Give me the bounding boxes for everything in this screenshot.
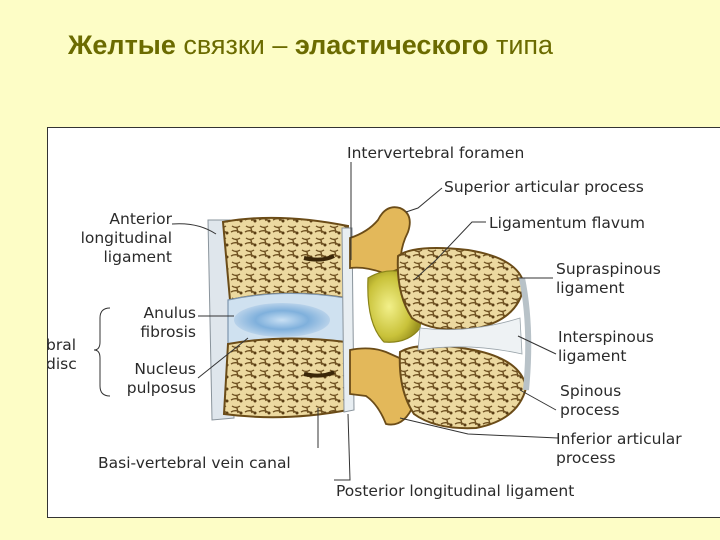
label-spinous-line-2: process	[560, 401, 620, 419]
label-disc-line-2: disc	[47, 355, 77, 373]
label-interspinous-line-2: ligament	[558, 347, 627, 365]
title-part-1: Желтые	[68, 30, 176, 60]
label-supraspinous-line-1: Supraspinous	[556, 260, 661, 278]
lower-vertebral-body	[222, 337, 350, 419]
label-basi-vertebral-vein-canal: Basi-vertebral vein canal	[98, 454, 291, 472]
label-anterior-longitudinal-ligament: Anterior longitudinal ligament	[66, 210, 172, 267]
label-anulus-line-1: Anulus	[143, 304, 196, 322]
label-interspinous-ligament: Interspinous ligament	[558, 328, 654, 366]
label-nucleus-line-1: Nucleus	[134, 360, 196, 378]
label-ligamentum-flavum: Ligamentum flavum	[489, 214, 646, 232]
illustration-drawing	[93, 162, 559, 481]
label-anulus-line-2: fibrosis	[140, 323, 196, 341]
leader-lines	[93, 162, 559, 481]
title-part-3: эластического	[294, 30, 489, 60]
label-inferior-articular-process: Inferior articular process	[556, 430, 682, 468]
label-inferior-line-1: Inferior articular	[556, 430, 682, 448]
spine-ligament-illustration: Intervertebral foramen Superior articula…	[47, 127, 720, 518]
label-anterior-line-3: ligament	[103, 248, 173, 266]
label-anulus-fibrosis: Anulus fibrosis	[118, 304, 196, 342]
label-nucleus-line-2: pulposus	[126, 379, 196, 397]
title-part-2: связки –	[175, 30, 295, 60]
supraspinous-ligament-shape	[519, 277, 532, 391]
label-superior-articular-process: Superior articular process	[444, 178, 644, 196]
label-intervertebral-foramen: Intervertebral foramen	[347, 144, 525, 162]
upper-spinous-process	[396, 247, 526, 331]
label-intervertebral-disc: bral disc	[47, 336, 77, 374]
lower-spinous-process	[398, 344, 528, 430]
label-anterior-line-2: longitudinal	[80, 229, 172, 247]
title-part-4: типа	[488, 30, 554, 60]
label-posterior-longitudinal-ligament: Posterior longitudinal ligament	[336, 482, 575, 500]
label-disc-line-1: bral	[47, 336, 77, 354]
label-supraspinous-ligament: Supraspinous ligament	[556, 260, 661, 298]
label-inferior-line-2: process	[556, 449, 616, 467]
interspinous-ligament-shape	[417, 317, 523, 355]
label-nucleus-pulposus: Nucleus pulposus	[112, 360, 196, 398]
label-spinous-process: Spinous process	[560, 382, 621, 420]
slide-title: Желтые связки – эластического типа	[68, 30, 553, 61]
nucleus-shape	[234, 303, 330, 337]
superior-articular-process-shape	[349, 206, 411, 275]
label-spinous-line-1: Spinous	[560, 382, 622, 400]
label-supraspinous-line-2: ligament	[556, 279, 625, 297]
label-anterior-line-1: Anterior	[109, 210, 172, 228]
label-interspinous-line-1: Interspinous	[558, 328, 654, 346]
